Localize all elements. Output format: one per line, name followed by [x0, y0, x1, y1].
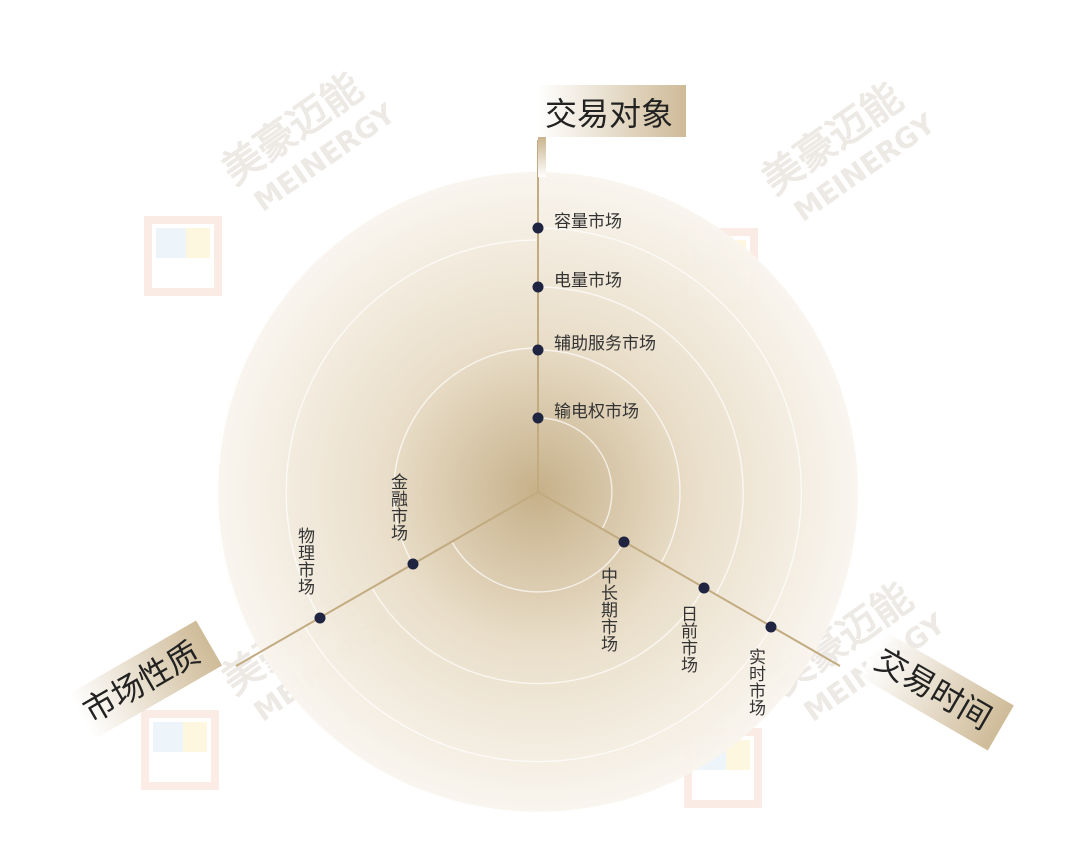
- object-item-dot: [532, 222, 544, 234]
- sector-nature-arc: [393, 347, 539, 565]
- object-item-label: 辅助服务市场: [554, 334, 656, 354]
- object-item-dot: [532, 344, 544, 356]
- sector-object-arc: [537, 349, 681, 564]
- sector-nature-fill: [218, 172, 538, 652]
- watermark-logo-icon: [144, 216, 222, 296]
- object-items: 容量市场 电量市场 辅助服务市场 输电权市场: [532, 212, 656, 424]
- time-items: 中长期市场 日前市场 实时市场: [597, 536, 777, 717]
- nature-item-label: 金融市场: [387, 473, 408, 542]
- watermark-top-right: 美豪迈能 MEINERGY: [754, 75, 942, 229]
- object-item-dot: [532, 412, 544, 424]
- object-item-dot: [532, 281, 544, 293]
- axis-line-nature: [235, 491, 539, 667]
- sector-object-fill: [538, 172, 858, 652]
- watermark-logo-icon: [141, 710, 219, 790]
- time-item-dot: [765, 621, 777, 633]
- watermark-top-left: 美豪迈能 MEINERGY: [214, 65, 402, 219]
- axis-title-time: 交易时间: [859, 631, 1014, 751]
- sector-object-arc: [537, 417, 613, 530]
- axis-title-object-tab: [538, 85, 686, 137]
- sector-object-arc: [537, 286, 744, 595]
- sector-time-arc: [371, 587, 705, 685]
- sector-time-arc: [304, 626, 772, 763]
- sector-time-arc: [451, 541, 625, 593]
- sector-object: [537, 172, 858, 652]
- sector-time-fill: [261, 492, 815, 812]
- nature-item-dot: [407, 558, 419, 570]
- axis-title-object-stem: [538, 137, 546, 177]
- object-item-label: 电量市场: [554, 271, 622, 291]
- axis-title-object-text: 交易对象: [545, 95, 673, 133]
- axis-title-nature-tab: [67, 620, 223, 740]
- sector-nature: [218, 172, 539, 652]
- sector-object-arc: [537, 227, 803, 625]
- nature-items: 物理市场 金融市场: [294, 473, 419, 624]
- sector-time: [261, 492, 815, 812]
- nature-item-label: 物理市场: [294, 527, 315, 596]
- axis-line-time: [537, 491, 841, 667]
- time-item-label: 日前市场: [677, 605, 698, 674]
- time-item-label: 中长期市场: [597, 567, 618, 653]
- object-item-label: 容量市场: [554, 212, 622, 232]
- axis-lines: [235, 140, 841, 667]
- axis-title-time-tab: [859, 631, 1014, 751]
- nature-item-dot: [314, 612, 326, 624]
- time-item-dot: [618, 536, 630, 548]
- sector-nature-arc: [285, 239, 539, 619]
- object-item-label: 输电权市场: [554, 402, 639, 422]
- time-item-dot: [698, 582, 710, 594]
- axis-title-object: 交易对象: [538, 85, 686, 177]
- time-item-label: 实时市场: [745, 648, 766, 717]
